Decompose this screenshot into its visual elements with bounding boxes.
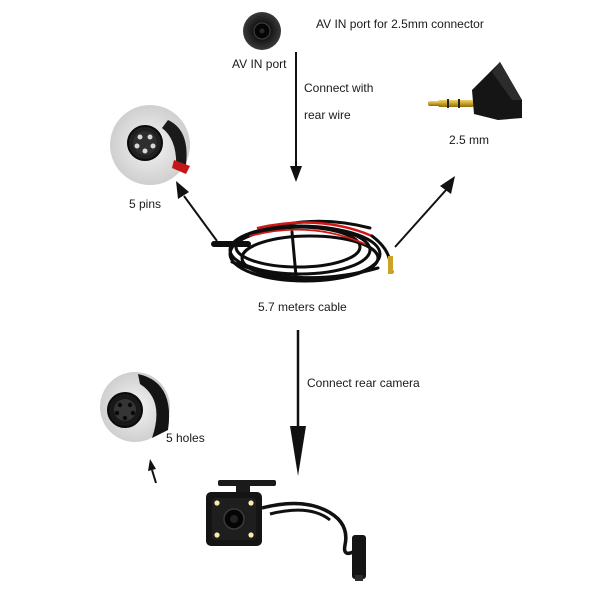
jack-size-label: 2.5 mm <box>449 133 490 147</box>
five-pin-connector-icon <box>110 105 190 185</box>
jack-2-5mm-icon <box>428 62 522 120</box>
av-port-label: AV IN port <box>232 57 287 71</box>
rear-camera-icon <box>206 480 366 581</box>
arrow-cable-to-jack <box>394 176 455 248</box>
pins-label: 5 pins <box>129 197 162 211</box>
arrow-cable-to-camera <box>290 330 306 476</box>
arrow-port-to-cable <box>290 52 302 182</box>
arrow-cable-to-pins <box>176 181 218 242</box>
holes-label: 5 holes <box>166 431 205 445</box>
connect-rear-wire-label-1: Connect with <box>304 81 374 95</box>
cable-coil-icon <box>211 219 394 283</box>
av-port-desc-label: AV IN port for 2.5mm connector <box>316 17 484 31</box>
five-hole-connector-icon <box>100 372 170 442</box>
av-port-icon <box>243 12 281 50</box>
arrow-to-holes <box>148 459 157 484</box>
connect-rear-wire-label-2: rear wire <box>304 108 351 122</box>
connect-rear-camera-label: Connect rear camera <box>307 376 420 390</box>
cable-label: 5.7 meters cable <box>258 300 347 314</box>
